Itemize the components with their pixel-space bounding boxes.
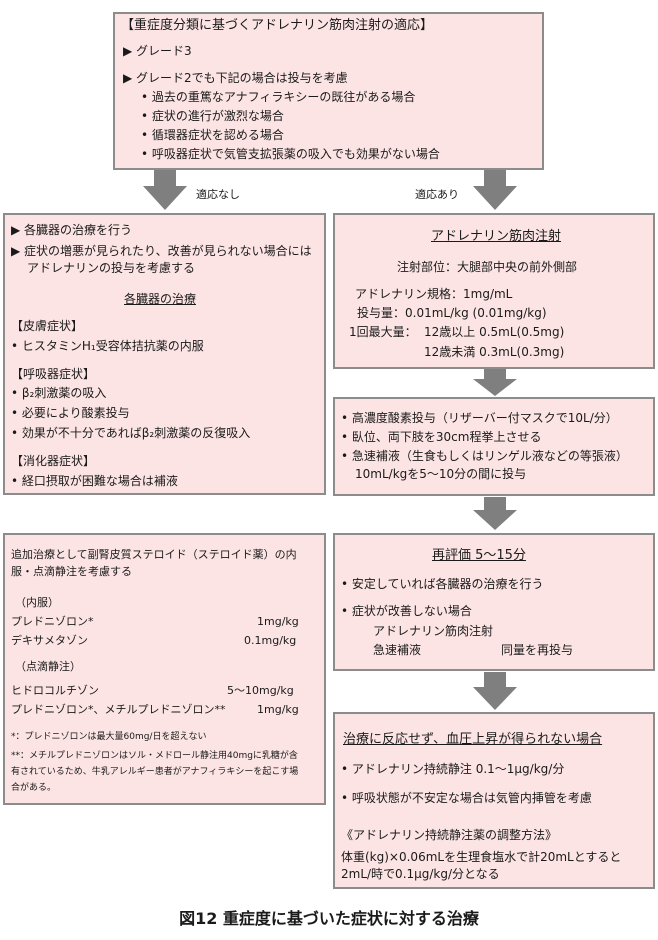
reassess-item: • 症状が改善しない場合 — [341, 604, 472, 618]
figure-caption: 図12 重症度に基づいた症状に対する治療 — [179, 909, 479, 928]
indication-subitem: • 過去の重篤なアナフィラキシーの既往がある場合 — [141, 90, 416, 104]
indication-box: 【重症度分類に基づくアドレナリン筋肉注射の適応】 ▶ グレード3 ▶ グレード2… — [113, 12, 544, 170]
arrow-left-down-icon — [143, 170, 187, 210]
steroid-note: *：プレドニゾロンは最大量60mg/日を超えない — [11, 732, 207, 742]
im-max-over12: 12歳以上 0.5mL(0.5mg) — [424, 325, 565, 339]
resp-item: • β₂刺激薬の吸入 — [11, 386, 107, 400]
indication-subitem: • 循環器症状を認める場合 — [141, 128, 284, 142]
skin-title: 【皮膚症状】 — [11, 319, 84, 333]
arrow-right-label: 適応あり — [415, 188, 459, 201]
indication-subitem: • 症状の進行が激烈な場合 — [141, 109, 284, 123]
supportive-item: • 高濃度酸素投与（リザーバー付マスクで10L/分） — [341, 411, 618, 425]
supportive-care-box: • 高濃度酸素投与（リザーバー付マスクで10L/分） • 臥位、両下肢を30cm… — [333, 397, 655, 496]
refractory-item: • 呼吸状態が不安定な場合は気管内挿管を考慮 — [341, 791, 592, 805]
steroid-intro: 服・点滴静注を考慮する — [11, 565, 132, 578]
oral-drug-dose: 0.1mg/kg — [244, 634, 297, 647]
oral-drug-name: プレドニゾロン* — [11, 615, 94, 628]
resp-item: • 効果が不十分であればβ₂刺激薬の反復吸入 — [11, 426, 251, 440]
arrow-right-down-icon — [473, 170, 517, 210]
iv-drug-dose: 5～10mg/kg — [227, 684, 294, 697]
im-adrenaline-box: アドレナリン筋肉注射 注射部位：大腿部中央の前外側部 アドレナリン規格：1mg/… — [333, 213, 655, 369]
im-max-label: 1回最大量： — [349, 325, 417, 339]
supportive-item: 10mL/kgを5～10分の間に投与 — [355, 467, 527, 481]
indication-item: ▶ グレード2でも下記の場合は投与を考慮 — [123, 71, 348, 85]
reassess-item: • 安定していれば各臓器の治療を行う — [341, 577, 544, 591]
im-spec: アドレナリン規格：1mg/mL — [355, 287, 513, 301]
oral-drug-dose: 1mg/kg — [257, 615, 299, 628]
iv-drug-name: プレドニゾロン*、メチルプレドニゾロン** — [11, 703, 226, 716]
arrow-down-icon — [473, 672, 517, 710]
organ-intro: ▶ 症状の増悪が見られたり、改善が見られない場合には — [11, 244, 312, 258]
organ-heading: 各臓器の治療 — [124, 292, 197, 306]
reassess-sub: 急速補液 — [373, 643, 422, 657]
supportive-item: • 臥位、両下肢を30cm程挙上させる — [341, 430, 542, 444]
iv-drug-dose: 1mg/kg — [257, 703, 299, 716]
im-site: 注射部位：大腿部中央の前外側部 — [397, 260, 578, 274]
oral-drug-name: デキサメタゾン — [11, 634, 88, 647]
refractory-box: 治療に反応せず、血圧上昇が得られない場合 • アドレナリン持続静注 0.1～1μ… — [333, 712, 655, 889]
method-title: 《アドレナリン持続静注薬の調整方法》 — [341, 828, 558, 842]
method-text: 体重(kg)×0.06mLを生理食塩水で計20mLとすると — [341, 850, 622, 864]
gi-item: • 経口摂取が困難な場合は補液 — [11, 474, 178, 488]
steroid-intro: 追加治療として副腎皮質ステロイド（ステロイド薬）の内 — [11, 548, 297, 561]
arrow-down-icon — [473, 369, 517, 396]
iv-drug-name: ヒドロコルチゾン — [11, 684, 99, 697]
steroid-note: **：メチルプレドニゾロンはソル・メドロール静注用40mgに乳糖が含 — [11, 751, 298, 761]
im-max-under12: 12歳未満 0.3mL(0.3mg) — [424, 345, 565, 359]
steroid-note: 合がある。 — [11, 783, 57, 793]
iv-title: （点滴静注） — [15, 660, 81, 673]
gi-title: 【消化器症状】 — [11, 454, 96, 468]
resp-title: 【呼吸器症状】 — [11, 367, 96, 381]
supportive-item: • 急速補液（生食もしくはリンゲル液などの等張液） — [341, 449, 628, 463]
im-heading: アドレナリン筋肉注射 — [431, 229, 562, 244]
resp-item: • 必要により酸素投与 — [11, 406, 130, 420]
refractory-heading: 治療に反応せず、血圧上昇が得られない場合 — [343, 732, 603, 747]
steroid-note: 有されているため、牛乳アレルギー患者がアナフィラキシーを起こす場 — [11, 767, 299, 777]
skin-item: • ヒスタミンH₁受容体拮抗薬の内服 — [11, 339, 204, 353]
indication-item: ▶ グレード3 — [123, 44, 192, 58]
steroid-box: 追加治療として副腎皮質ステロイド（ステロイド薬）の内 服・点滴静注を考慮する （… — [3, 533, 326, 805]
reassess-sub-right: 同量を再投与 — [501, 643, 574, 657]
method-text: 2mL/時で0.1μg/kg/分となる — [341, 867, 500, 881]
arrow-left-label: 適応なし — [196, 188, 240, 201]
reassessment-box: 再評価 5～15分 • 安定していれば各臓器の治療を行う • 症状が改善しない場… — [333, 533, 655, 671]
im-dose: 投与量：0.01mL/kg (0.01mg/kg) — [357, 306, 547, 320]
organ-intro: アドレナリンの投与を考慮する — [27, 261, 196, 275]
reassess-heading: 再評価 5～15分 — [432, 548, 526, 563]
reassess-sub: アドレナリン筋肉注射 — [373, 624, 494, 638]
refractory-item: • アドレナリン持続静注 0.1～1μg/kg/分 — [341, 762, 565, 776]
organ-treatment-box: ▶ 各臓器の治療を行う ▶ 症状の増悪が見られたり、改善が見られない場合には ア… — [3, 213, 326, 495]
oral-title: （内服） — [15, 596, 59, 609]
indication-subitem: • 呼吸器症状で気管支拡張薬の吸入でも効果がない場合 — [141, 147, 440, 161]
indication-title: 【重症度分類に基づくアドレナリン筋肉注射の適応】 — [121, 18, 434, 33]
arrow-down-icon — [473, 497, 517, 530]
organ-intro: ▶ 各臓器の治療を行う — [11, 223, 133, 237]
